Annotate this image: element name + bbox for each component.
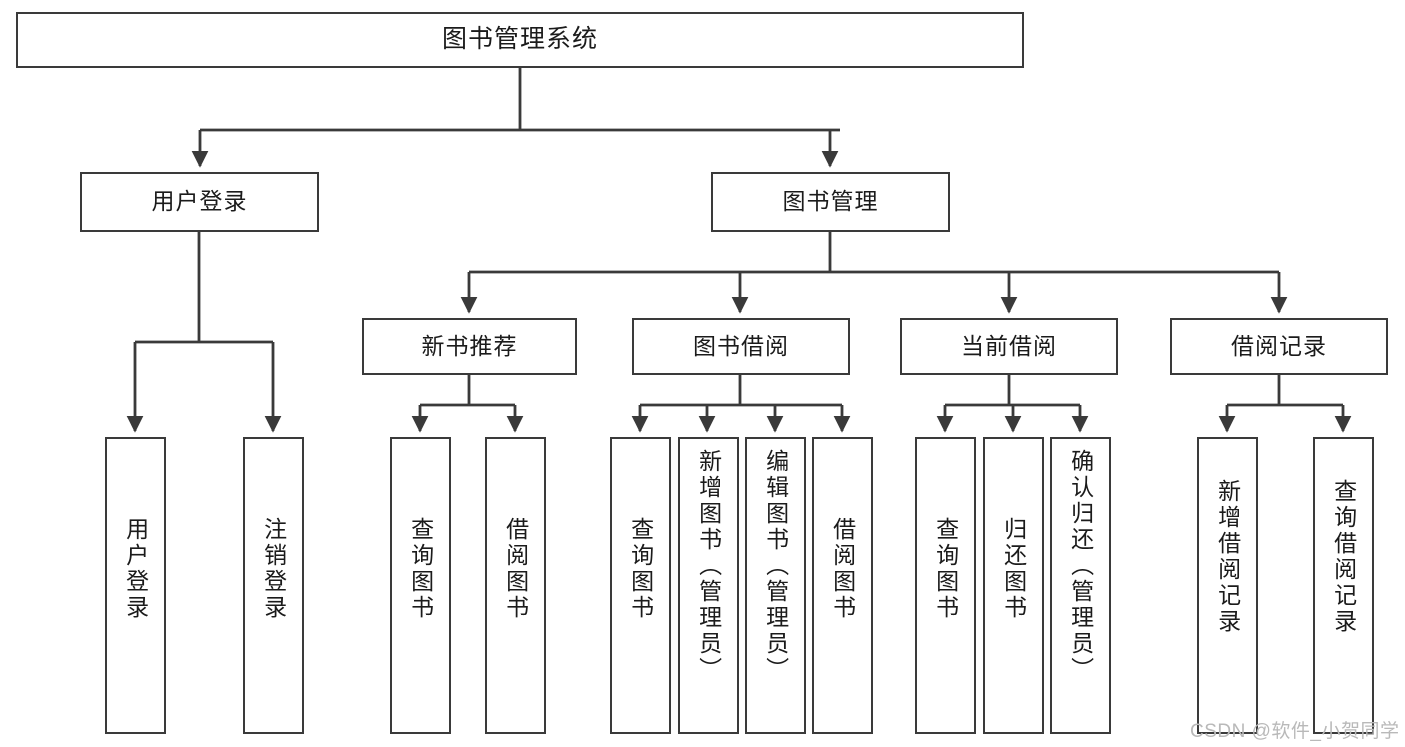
node-label: 图书管理 bbox=[782, 188, 879, 215]
node-label: 图书管理系统 bbox=[441, 25, 598, 54]
node-borrow-record[interactable]: 借阅记录 bbox=[1170, 318, 1388, 375]
node-label: 注销登录 bbox=[260, 517, 287, 621]
csdn-watermark: CSDN @软件_小贺同学 bbox=[1190, 716, 1399, 743]
node-label: 查询图书 bbox=[407, 517, 434, 621]
leaf-current-borrow-confirm-return-admin[interactable]: 确认归还（管理员） bbox=[1050, 437, 1111, 734]
leaf-current-borrow-return-books[interactable]: 归还图书 bbox=[983, 437, 1044, 734]
leaf-book-borrow-edit-book-admin[interactable]: 编辑图书（管理员） bbox=[745, 437, 806, 734]
leaf-user-login-login[interactable]: 用户登录 bbox=[105, 437, 166, 734]
node-book-borrow[interactable]: 图书借阅 bbox=[632, 318, 850, 375]
node-label: 编辑图书（管理员） bbox=[762, 449, 789, 683]
node-new-book-recommend[interactable]: 新书推荐 bbox=[362, 318, 577, 375]
node-label: 用户登录 bbox=[151, 188, 248, 215]
node-current-borrow[interactable]: 当前借阅 bbox=[900, 318, 1118, 375]
node-label: 用户登录 bbox=[122, 517, 149, 621]
node-label: 新增借阅记录 bbox=[1214, 479, 1241, 635]
node-label: 借阅记录 bbox=[1231, 332, 1327, 359]
node-label: 借阅图书 bbox=[502, 517, 529, 621]
leaf-book-borrow-query-books[interactable]: 查询图书 bbox=[610, 437, 671, 734]
leaf-borrow-record-add-record[interactable]: 新增借阅记录 bbox=[1197, 437, 1258, 734]
node-root-book-management-system[interactable]: 图书管理系统 bbox=[16, 12, 1024, 68]
leaf-user-login-logout[interactable]: 注销登录 bbox=[243, 437, 304, 734]
node-label: 查询借阅记录 bbox=[1330, 479, 1357, 635]
node-user-login[interactable]: 用户登录 bbox=[80, 172, 319, 232]
node-label: 确认归还（管理员） bbox=[1067, 449, 1094, 683]
node-label: 借阅图书 bbox=[829, 517, 856, 621]
leaf-book-borrow-add-book-admin[interactable]: 新增图书（管理员） bbox=[678, 437, 739, 734]
node-label: 新书推荐 bbox=[421, 332, 518, 359]
node-label: 新增图书（管理员） bbox=[695, 449, 722, 683]
leaf-new-book-query-books[interactable]: 查询图书 bbox=[390, 437, 451, 734]
leaf-borrow-record-query-record[interactable]: 查询借阅记录 bbox=[1313, 437, 1374, 734]
leaf-book-borrow-borrow-books[interactable]: 借阅图书 bbox=[812, 437, 873, 734]
node-label: 当前借阅 bbox=[961, 332, 1057, 359]
node-label: 查询图书 bbox=[627, 517, 654, 621]
watermark-text: CSDN @软件_小贺同学 bbox=[1190, 721, 1400, 742]
leaf-new-book-borrow-books[interactable]: 借阅图书 bbox=[485, 437, 546, 734]
leaf-current-borrow-query-books[interactable]: 查询图书 bbox=[915, 437, 976, 734]
node-label: 查询图书 bbox=[932, 517, 959, 621]
node-label: 图书借阅 bbox=[693, 332, 789, 359]
node-label: 归还图书 bbox=[1000, 517, 1027, 621]
node-book-management[interactable]: 图书管理 bbox=[711, 172, 950, 232]
